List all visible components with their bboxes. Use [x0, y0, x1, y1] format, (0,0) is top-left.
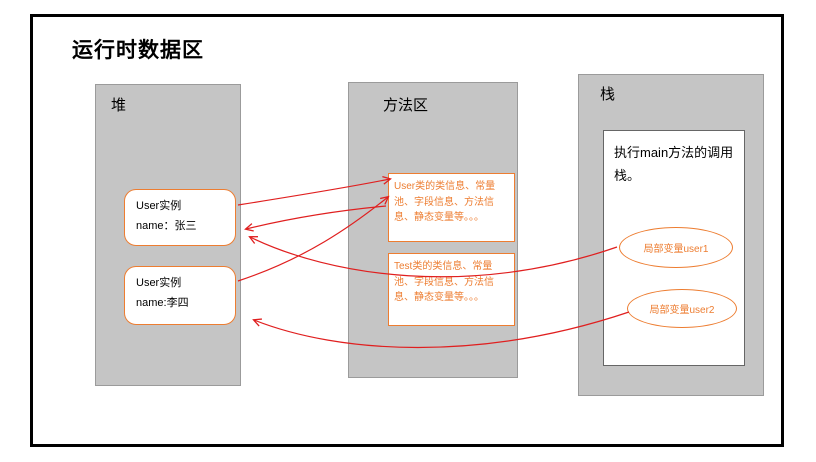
instance-class-label: User实例 [136, 277, 182, 289]
method-area-label: 方法区 [383, 97, 429, 114]
stack-frame-description: 执行main方法的调用栈。 [614, 145, 734, 184]
heap-label: 堆 [111, 97, 127, 114]
instance-name-label: name：张三 [136, 219, 197, 232]
stack-label: 栈 [600, 86, 616, 103]
diagram-title: 运行时数据区 [72, 39, 204, 62]
instance-class-label: User实例 [136, 200, 182, 212]
method-block-test-class: Test类的类信息、常量池、字段信息、方法信息、静态变量等。。。 [388, 253, 515, 326]
diagram-border [30, 14, 784, 447]
local-var-user1: 局部变量user1 [619, 227, 733, 268]
local-var-user2: 局部变量user2 [627, 289, 737, 328]
method-block-user-class: User类的类信息、常量池、字段信息、方法信息、静态变量等。。。 [388, 173, 515, 242]
heap-instance-zhangsan: User实例 name：张三 [124, 189, 236, 246]
instance-name-label: name:李四 [136, 296, 189, 309]
heap-instance-lisi: User实例 name:李四 [124, 266, 236, 325]
